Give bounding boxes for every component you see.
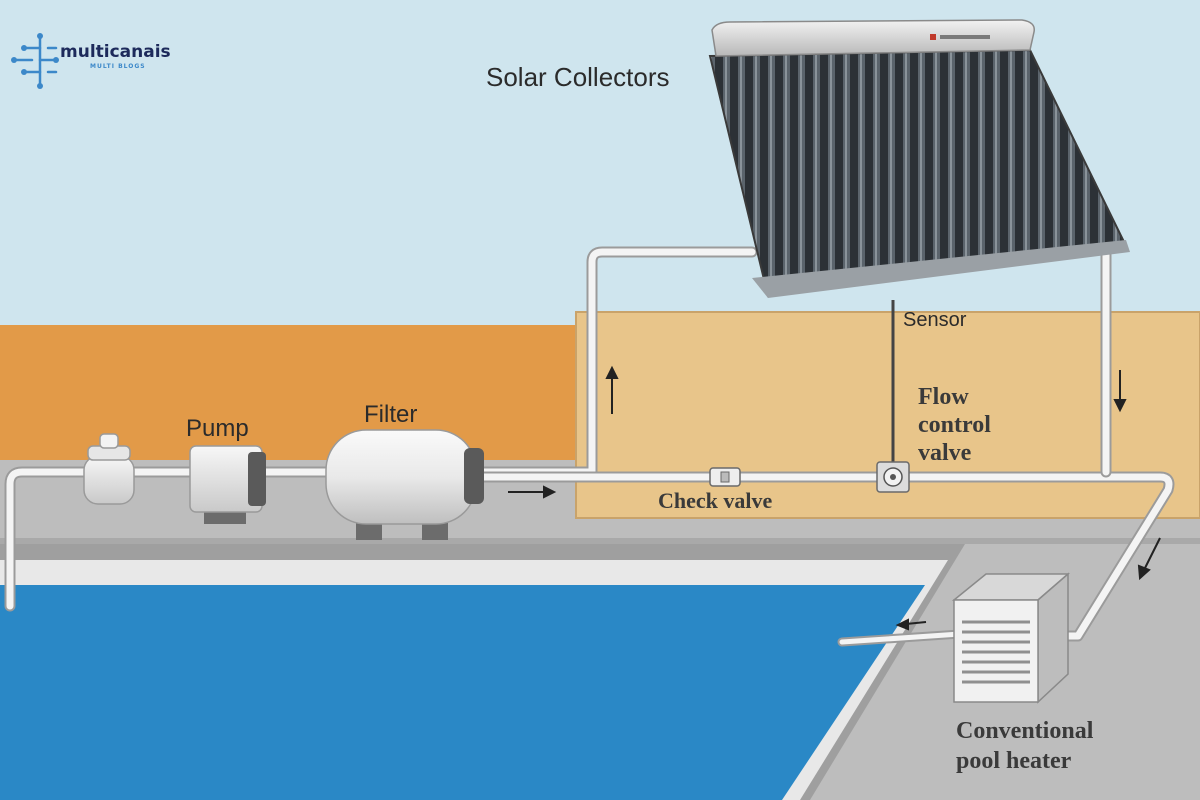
label-flow-control-valve-line-3: valve <box>918 440 972 466</box>
site-logo: multicanais MULTI BLOGS <box>11 33 171 89</box>
logo-name: multicanais <box>60 42 171 62</box>
flow-arrow-icon <box>895 618 927 631</box>
flow-arrow-icon <box>508 485 557 499</box>
label-sensor: Sensor <box>903 309 967 331</box>
flow-arrow-icon <box>1113 370 1127 413</box>
solar-collector-panel <box>708 19 1130 298</box>
conventional-pool-heater <box>951 572 1071 704</box>
label-pool-heater-line-1: Conventional <box>956 718 1094 744</box>
label-filter: Filter <box>364 401 417 428</box>
logo-tagline: MULTI BLOGS <box>90 63 146 70</box>
check-valve <box>709 467 741 487</box>
label-check-valve: Check valve <box>658 488 773 513</box>
flow-arrow-icon <box>605 365 619 414</box>
filter-tank <box>325 429 484 540</box>
label-pool-heater-line-2: pool heater <box>956 748 1072 774</box>
strainer-basket <box>83 433 135 505</box>
pipe-network <box>4 246 1175 647</box>
pool-water <box>0 585 925 800</box>
flow-arrow-icon <box>1137 537 1161 581</box>
flow-control-valve <box>876 461 910 493</box>
deck-edge <box>0 538 1200 544</box>
label-flow-control-valve-line-2: control <box>918 412 991 438</box>
pump <box>189 445 266 524</box>
label-pump: Pump <box>186 415 249 442</box>
label-solar-collectors: Solar Collectors <box>486 62 670 92</box>
label-flow-control-valve-line-1: Flow <box>918 384 969 410</box>
